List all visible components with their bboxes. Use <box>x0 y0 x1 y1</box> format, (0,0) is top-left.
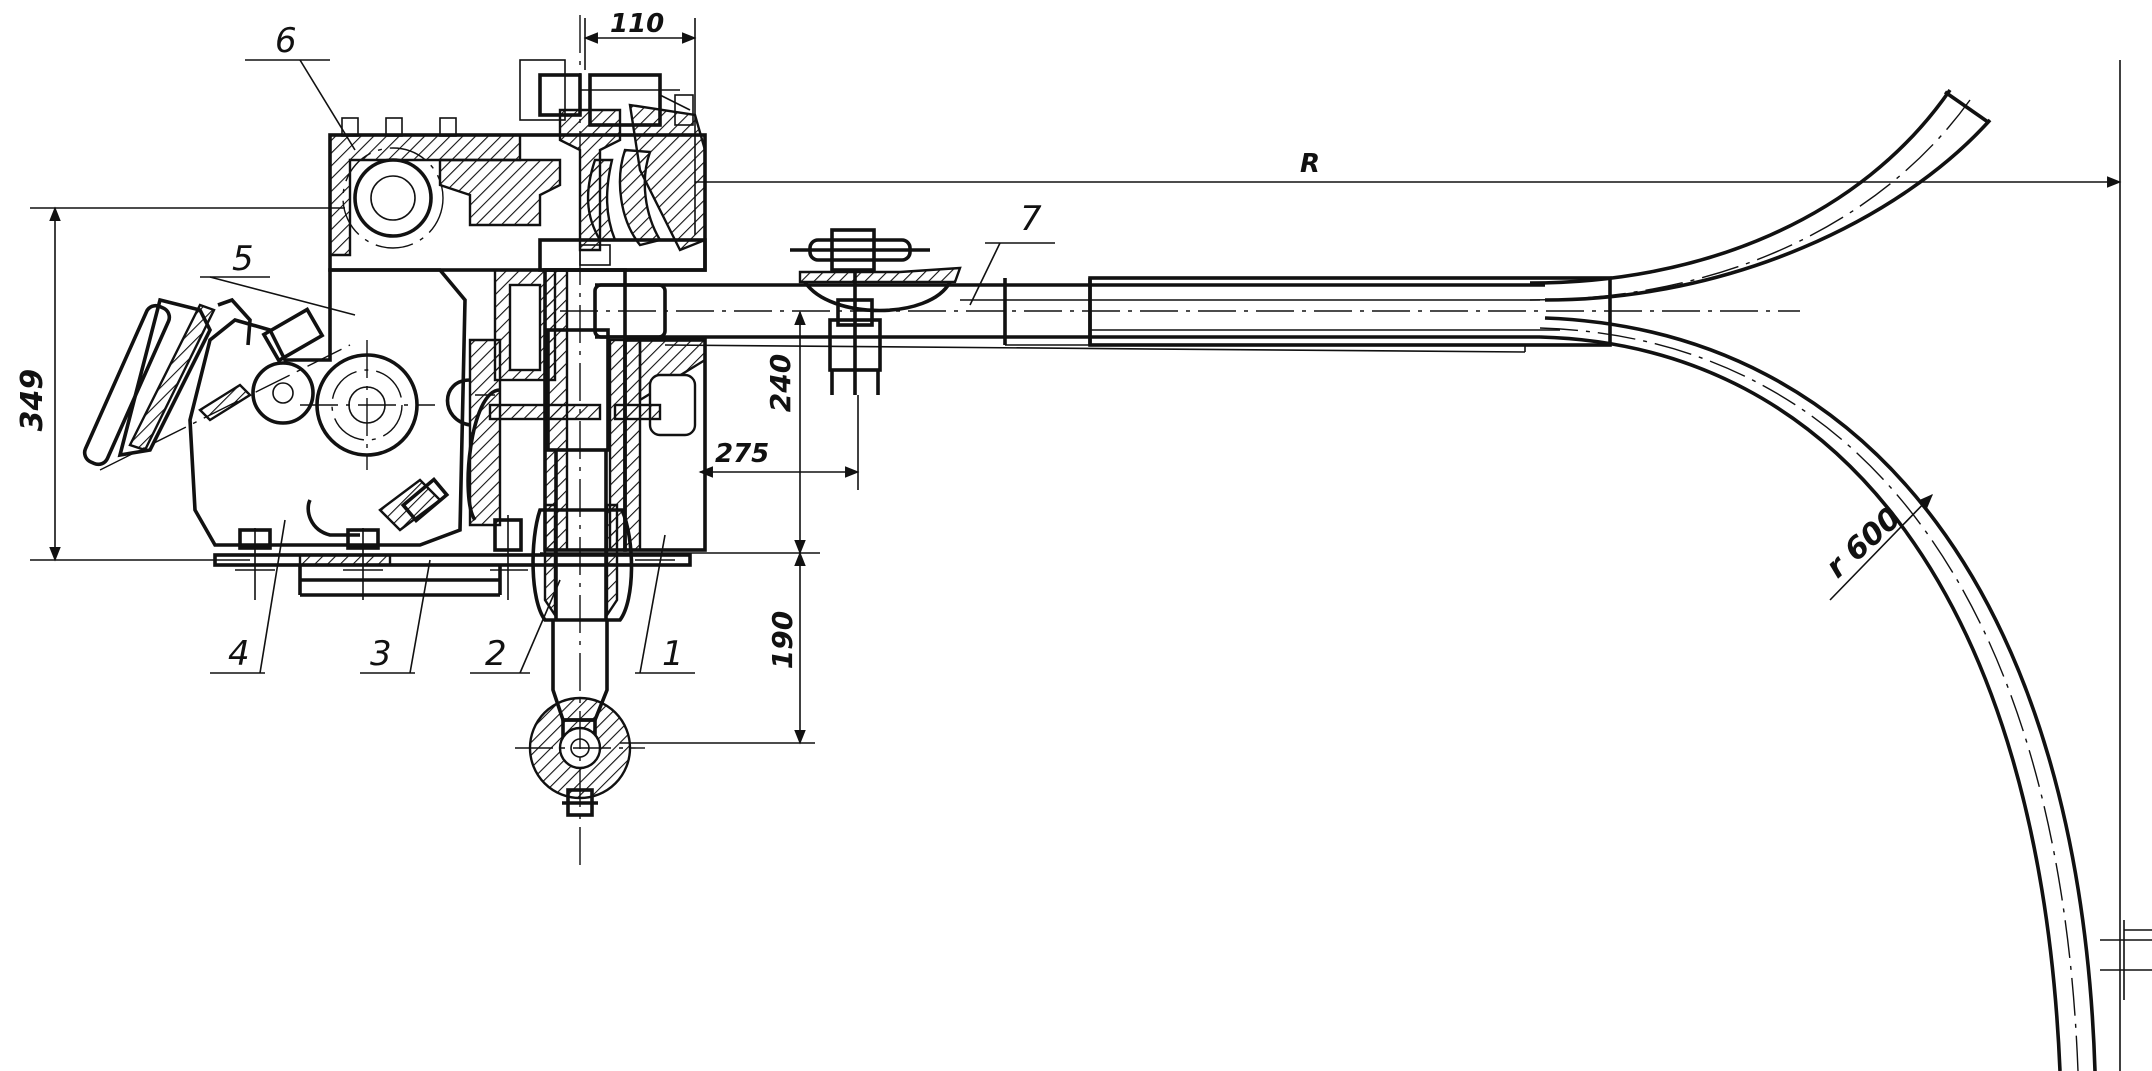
callout-4: 4 <box>228 634 250 674</box>
bent-pipes <box>1529 88 2152 1071</box>
dimension-275: 275 <box>715 439 769 469</box>
leader-lines <box>200 59 1055 674</box>
dimension-r: R <box>1300 149 1320 179</box>
arm-clamp <box>790 228 962 395</box>
dimension-240: 240 <box>764 354 797 412</box>
dimension-r600: r 600 <box>1819 501 1908 586</box>
callout-3: 3 <box>370 634 392 674</box>
gearbox-housing <box>328 59 707 272</box>
dimension-110: 110 <box>610 9 664 39</box>
dimension-lines <box>30 18 2122 1071</box>
vertical-shaft <box>475 15 675 870</box>
callout-7: 7 <box>1020 199 1042 239</box>
left-mechanism <box>82 268 692 600</box>
horizontal-arm <box>560 276 1800 353</box>
callout-5: 5 <box>232 239 254 279</box>
callout-1: 1 <box>662 634 684 674</box>
dimension-190: 190 <box>766 611 799 669</box>
callout-2: 2 <box>485 634 507 674</box>
callout-6: 6 <box>275 21 297 61</box>
dimension-349: 349 <box>15 369 50 432</box>
